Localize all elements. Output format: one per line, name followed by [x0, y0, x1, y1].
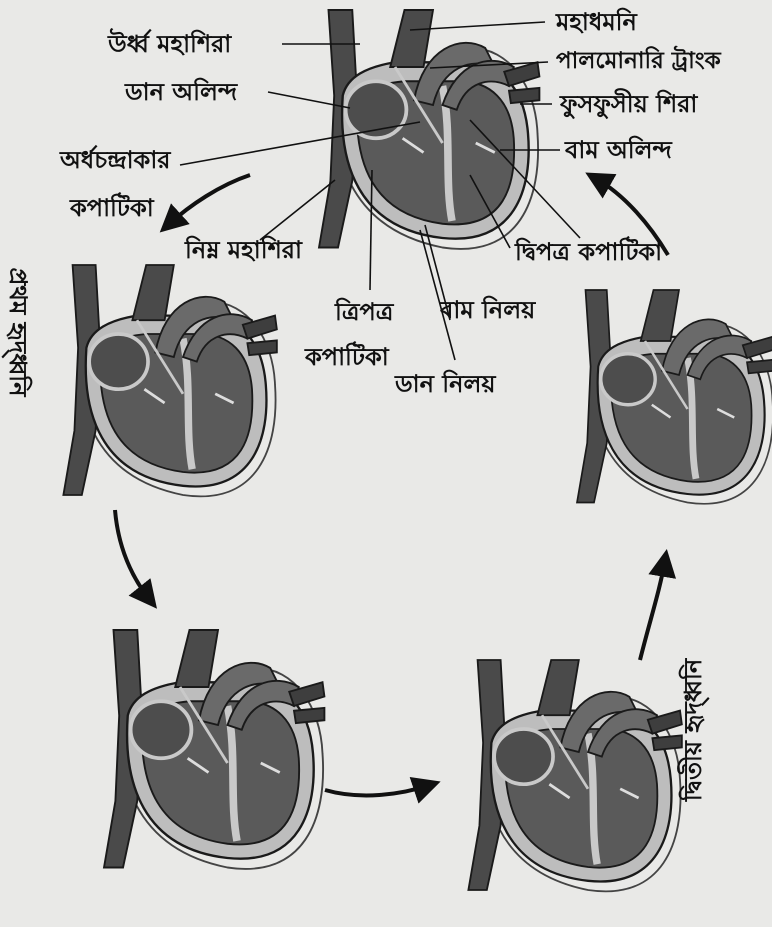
heart-second-sound: [468, 660, 681, 891]
label-tricuspid-valve-line1: ত্রিপত্র: [335, 300, 393, 324]
label-right-atrium: ডান অলিন্দ: [125, 80, 237, 104]
label-inferior-vena-cava: নিম্ন মহাশিরা: [185, 238, 302, 262]
label-semilunar-valve-line1: অর্ধচন্দ্রাকার: [60, 148, 171, 172]
label-pulmonary-veins: ফুসফুসীয় শিরা: [560, 92, 697, 116]
label-second-heart-sound: দ্বিতীয় হৃদ্ধ্বনি: [681, 655, 705, 805]
label-superior-vena-cava: উর্ধ্ব মহাশিরা: [108, 32, 231, 56]
heart-first-sound: [63, 265, 276, 496]
label-first-heart-sound: প্রথম হৃদ্ধ্বনি: [6, 262, 30, 402]
label-left-ventricle: বাম নিলয়: [440, 298, 535, 322]
label-left-atrium: বাম অলিন্দ: [565, 138, 672, 162]
heart-right: [577, 290, 772, 504]
label-semilunar-valve-line2: কপাটিকা: [70, 196, 154, 220]
label-pulmonary-trunk: পালমোনারি ট্রাংক: [556, 50, 721, 73]
heart-bottom-left: [104, 630, 324, 869]
main-heart: [319, 10, 539, 249]
label-tricuspid-valve-line2: কপাটিকা: [305, 345, 389, 369]
label-bicuspid-valve: দ্বিপত্র কপাটিকা: [515, 240, 662, 264]
label-aorta: মহাধমনি: [556, 10, 637, 34]
label-right-ventricle: ডান নিলয়: [395, 372, 496, 396]
